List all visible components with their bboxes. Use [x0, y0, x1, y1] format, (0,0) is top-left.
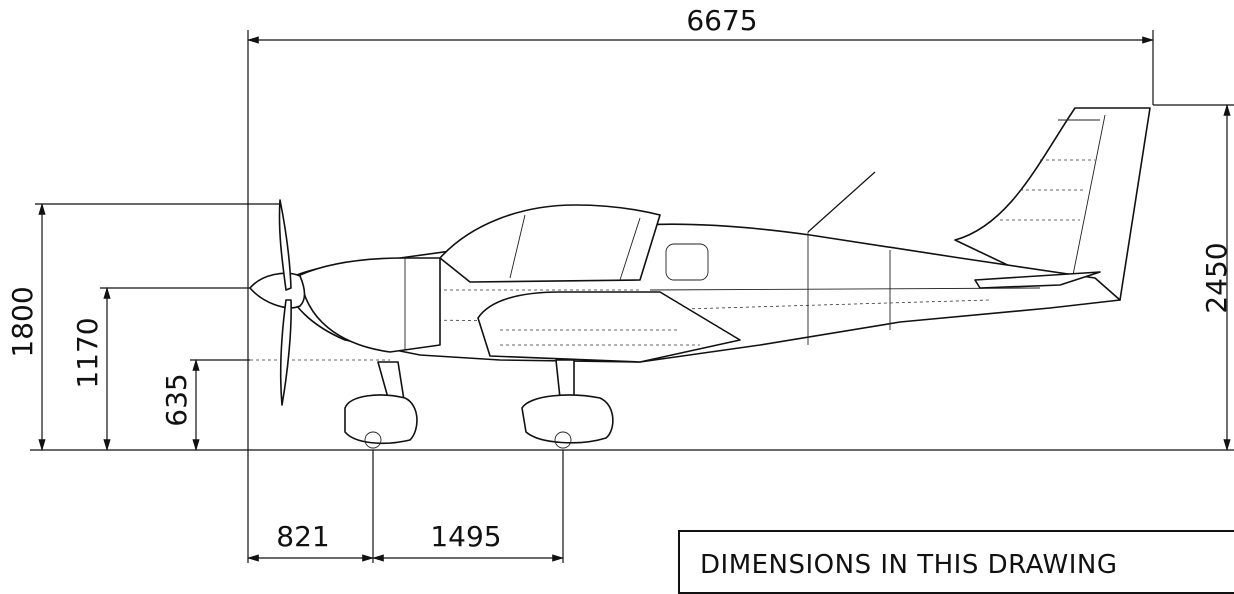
gear-dimensions: 821 1495: [246, 450, 565, 563]
aircraft-drawing: 6675 2450 1800 1170 635 821 1495: [6, 4, 1234, 563]
dimensions-note-box: DIMENSIONS IN THIS DRAWING: [678, 530, 1234, 594]
height-635-label: 635: [160, 373, 193, 426]
dimensions-note: DIMENSIONS IN THIS DRAWING: [700, 550, 1118, 580]
overall-length-dimension: 6675: [246, 4, 1155, 450]
main-gear-span-label: 1495: [430, 520, 501, 553]
total-height-label: 2450: [1200, 242, 1233, 313]
height-635-dimension: 635: [160, 358, 250, 452]
height-1170-dimension: 1170: [71, 286, 250, 452]
nose-gear-distance-label: 821: [276, 520, 329, 553]
aircraft-silhouette: [249, 107, 1151, 449]
overall-length-label: 6675: [686, 4, 757, 37]
height-1800-label: 1800: [6, 286, 39, 357]
height-1170-label: 1170: [71, 317, 104, 388]
total-height-dimension: 2450: [1153, 103, 1234, 452]
height-1800-dimension: 1800: [6, 202, 280, 452]
